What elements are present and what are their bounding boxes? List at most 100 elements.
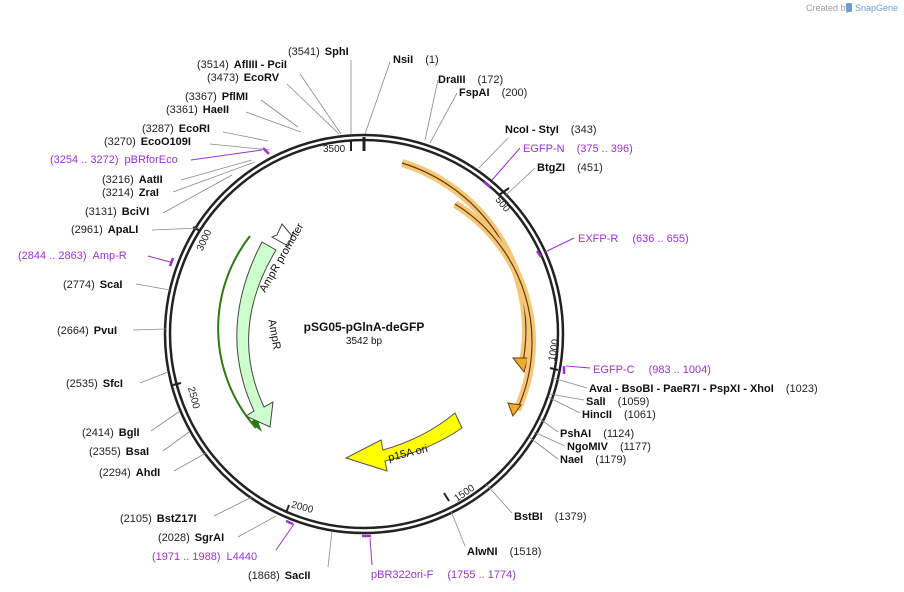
site-nsii[interactable]: NsiI(1) <box>393 54 439 66</box>
primer-mark-l4440 <box>285 519 294 526</box>
site-bstz17i[interactable]: (2105)BstZ17I <box>120 513 197 525</box>
feature-orange-outer[interactable] <box>400 159 530 374</box>
site-sali[interactable]: SalI(1059) <box>586 396 649 408</box>
feature-ampr[interactable]: AmpR <box>217 235 283 432</box>
credit-brand: SnapGene <box>855 3 898 13</box>
site-draiii[interactable]: DraIII(172) <box>438 74 503 86</box>
leader-naei <box>528 436 559 460</box>
primer-egfp-c[interactable]: EGFP-C(983 .. 1004) <box>593 364 711 376</box>
site-sfci[interactable]: (2535)SfcI <box>66 378 123 390</box>
leader-exfp-r <box>544 237 575 253</box>
tick-3000: 3000 <box>192 226 215 253</box>
primer-egfp-n[interactable]: EGFP-N(375 .. 396) <box>523 143 633 155</box>
site-pvui[interactable]: (2664)PvuI <box>57 325 117 337</box>
leader-alwni <box>450 510 466 547</box>
primer-mark-amp-r <box>168 257 175 267</box>
leader-l4440 <box>275 523 295 551</box>
primer-l4440[interactable]: (1971 .. 1988)L4440 <box>152 551 257 563</box>
features: p15A ori AmpR AmpR promoter <box>217 159 536 472</box>
leader-pshai <box>539 418 559 433</box>
site-haeii[interactable]: (3361)HaeII <box>166 104 229 116</box>
leader-zrai <box>172 161 256 193</box>
leader-aatii <box>180 159 253 181</box>
leader-draiii <box>424 79 439 141</box>
ampr-label: AmpR <box>265 318 282 350</box>
site-zrai[interactable]: (3214)ZraI <box>102 187 159 199</box>
primer-labels: EGFP-N(375 .. 396) EXFP-R(636 .. 655) EG… <box>18 143 711 581</box>
leader-sacii <box>327 530 333 568</box>
site-ecorv[interactable]: (3473)EcoRV <box>207 72 280 84</box>
site-avai-group[interactable]: AvaI - BsoBI - PaeR7I - PspXI - XhoI(102… <box>589 383 818 395</box>
primer-mark-egfp-n <box>483 181 491 188</box>
leader-ahdi <box>173 452 207 472</box>
tick-1000: 1000 <box>547 338 562 371</box>
site-ahdi[interactable]: (2294)AhdI <box>99 467 160 479</box>
feature-p15a-ori[interactable]: p15A ori <box>344 412 463 472</box>
primer-pbrforeco[interactable]: (3254 .. 3272)pBRforEco <box>50 154 178 166</box>
site-leaders <box>132 60 588 568</box>
leader-ngomiv <box>533 431 566 447</box>
site-hincii[interactable]: HincII(1061) <box>582 409 656 421</box>
ampr-outer-line <box>217 235 257 429</box>
site-sgrai[interactable]: (2028)SgrAI <box>158 532 224 544</box>
p15a-ori-arrow <box>344 412 463 472</box>
orange-outer-arrowhead <box>511 357 529 374</box>
leader-bgli <box>150 410 181 432</box>
ampr-promoter-arrow <box>270 223 295 247</box>
tick-label-2500: 2500 <box>185 386 201 411</box>
leader-pbrforeco <box>190 149 263 161</box>
site-scai[interactable]: (2774)ScaI <box>63 279 122 291</box>
snapgene-credit: Created by SnapGene <box>806 3 898 13</box>
feature-orange-inner[interactable] <box>452 200 536 418</box>
leader-ecori <box>222 131 269 142</box>
leader-bstz17i <box>213 496 253 517</box>
tick-label-1000: 1000 <box>547 338 562 362</box>
leader-afliii <box>299 73 342 135</box>
site-sacii[interactable]: (1868)SacII <box>248 570 310 582</box>
site-bcivi[interactable]: (3131)BciVI <box>85 206 149 218</box>
leader-fspai <box>429 92 458 144</box>
primer-pbr322ori-f[interactable]: pBR322ori-F(1755 .. 1774) <box>371 569 516 581</box>
site-pflmi[interactable]: (3367)PflMI <box>185 91 248 103</box>
site-ncoi-styi[interactable]: NcoI - StyI(343) <box>505 124 596 136</box>
ampr-arrow <box>236 241 277 428</box>
primer-marks <box>147 147 591 566</box>
site-bsai[interactable]: (2355)BsaI <box>89 446 149 458</box>
site-aatii[interactable]: (3216)AatII <box>102 174 163 186</box>
leader-scai <box>135 283 171 291</box>
site-alwni[interactable]: AlwNI(1518) <box>467 546 541 558</box>
site-btgzi[interactable]: BtgZI(451) <box>537 162 603 174</box>
leader-pflmi <box>260 99 299 128</box>
leader-hincii <box>547 396 581 414</box>
ampr-outer-arrowhead <box>250 418 262 432</box>
leader-btgzi <box>505 167 536 196</box>
site-pshai[interactable]: PshAI(1124) <box>560 428 634 440</box>
site-ngomiv[interactable]: NgoMIV(1177) <box>567 441 651 453</box>
leader-bcivi <box>162 174 233 214</box>
leader-bsai <box>162 431 190 452</box>
site-naei[interactable]: NaeI(1179) <box>560 454 626 466</box>
site-ecori[interactable]: (3287)EcoRI <box>142 123 210 135</box>
leader-bstbi <box>484 482 513 514</box>
primer-amp-r[interactable]: (2844 .. 2863)Amp-R <box>18 250 127 262</box>
credit-prefix: Created by <box>806 3 851 13</box>
site-fspai[interactable]: FspAI(200) <box>459 87 527 99</box>
leader-sfci <box>139 371 169 384</box>
leader-egfp-c <box>565 365 591 369</box>
site-ecoo109i[interactable]: (3270)EcoO109I <box>104 136 191 148</box>
site-apali[interactable]: (2961)ApaLI <box>71 224 138 236</box>
site-bstbi[interactable]: BstBI(1379) <box>514 511 587 523</box>
site-labels: (3541)SphI NsiI(1) (3514)AflIII - PciI (… <box>57 46 818 582</box>
leader-ecoo109i <box>209 143 271 151</box>
leader-ecorv <box>286 83 340 135</box>
site-afliii-pcii[interactable]: (3514)AflIII - PciI <box>197 59 287 71</box>
map-title: pSG05-pGlnA-deGFP 3542 bp <box>304 320 425 347</box>
site-bgli[interactable]: (2414)BglI <box>82 427 140 439</box>
plasmid-name: pSG05-pGlnA-deGFP <box>304 320 425 334</box>
site-sphi[interactable]: (3541)SphI <box>288 46 349 58</box>
primer-exfp-r[interactable]: EXFP-R(636 .. 655) <box>578 233 689 245</box>
snapgene-logo-icon <box>846 3 852 12</box>
leader-haeii <box>245 111 302 133</box>
backbone <box>163 133 565 535</box>
